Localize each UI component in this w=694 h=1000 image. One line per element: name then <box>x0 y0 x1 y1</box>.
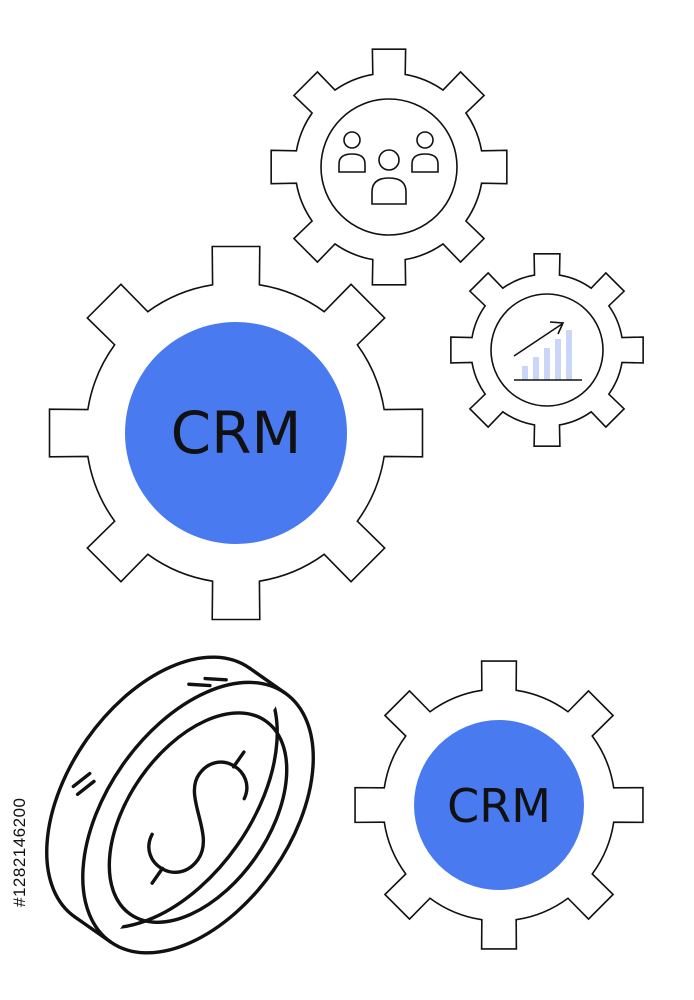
team-gear <box>270 48 508 286</box>
chart-bar <box>555 339 561 380</box>
chart-bar <box>566 330 572 380</box>
dollar-coin-icon <box>45 655 315 955</box>
crm-gear-small-disc <box>414 720 584 890</box>
team-gear-inner-circle <box>320 98 458 236</box>
growth-chart-icon <box>513 321 582 381</box>
crm-label-small: CRM <box>447 779 551 833</box>
crm-label-large: CRM <box>171 399 302 467</box>
growth-gear <box>450 253 644 447</box>
crm-gear-large: CRM <box>48 245 424 621</box>
crm-gear-large-disc <box>125 322 347 544</box>
chart-bar <box>522 366 528 380</box>
chart-bar <box>544 348 550 380</box>
growth-gear-inner-circle <box>490 293 604 407</box>
watermark-id: #1282146200 <box>10 797 29 907</box>
chart-bar <box>533 357 539 380</box>
crm-gear-small: CRM <box>354 660 644 950</box>
team-gear-outline <box>270 48 508 286</box>
people-icon <box>338 131 439 205</box>
